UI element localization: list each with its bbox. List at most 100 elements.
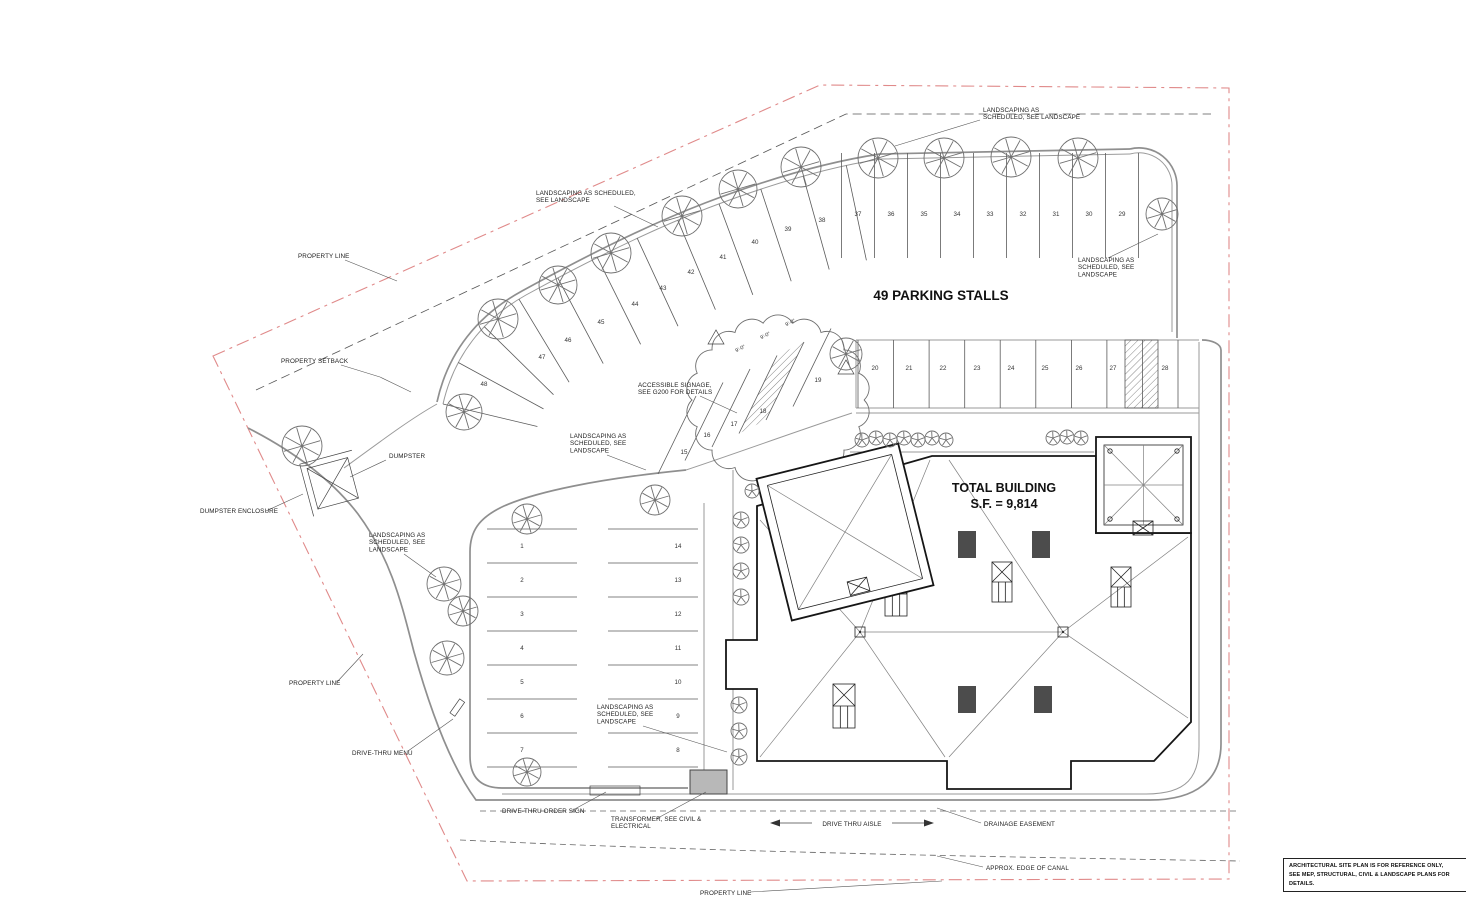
stall-number: 26 (1076, 365, 1083, 372)
stall-number: 32 (1020, 211, 1027, 218)
bush-icon (854, 432, 870, 448)
arrow-left-icon (770, 819, 780, 827)
property-line (212, 84, 1230, 882)
stall-number: 5 (520, 679, 524, 686)
dumpster-callout: DUMPSTER (349, 453, 425, 478)
stall-number: 38 (819, 217, 826, 224)
stall-number: 42 (688, 269, 695, 276)
stall-number: 13 (675, 577, 682, 584)
stall-number: 22 (940, 365, 947, 372)
roof-hatch (1110, 566, 1132, 608)
curb-uturn-outer (1129, 147, 1178, 338)
drive-thru-order-sign (589, 785, 641, 796)
stall-number: 33 (987, 211, 994, 218)
tree-icon (829, 337, 863, 371)
tree-icon (990, 136, 1032, 178)
stall-number: 29 (1119, 211, 1126, 218)
parking-stall-lines (442, 153, 1179, 768)
dimension-label: 9'-0" (785, 318, 797, 328)
tree-icon (445, 393, 483, 431)
reference-note-line1: ARCHITECTURAL SITE PLAN IS FOR REFERENCE… (1289, 863, 1444, 869)
stall-number: 39 (785, 226, 792, 233)
tree-icon (857, 137, 899, 179)
property-line-callout-left: PROPERTY LINE (289, 653, 364, 687)
roof-skylight (958, 686, 976, 713)
building-footprint (725, 436, 1192, 790)
stall-number: 21 (906, 365, 913, 372)
stall-number: 27 (1110, 365, 1117, 372)
roof-skylight (1032, 531, 1050, 558)
dumpster-enclosure-callout-leader (265, 493, 304, 512)
stall-number: 4 (520, 645, 524, 652)
stall-number: 30 (1086, 211, 1093, 218)
landscaping-callout-left-leader (403, 553, 437, 578)
dumpster-enclosure-callout-text: DUMPSTER ENCLOSURE (200, 508, 278, 515)
stall-number: 28 (1162, 365, 1169, 372)
bush-icon (730, 748, 748, 766)
property-line-callout-bottom-leader (749, 880, 943, 893)
transformer-callout-leader (655, 791, 707, 820)
dimension-label: 9'-0" (760, 331, 772, 341)
drainage-easement-callout-leader (936, 807, 982, 824)
curb-row2 (855, 339, 1199, 414)
tower-left (755, 442, 935, 622)
stall-number: 16 (704, 432, 711, 439)
stall-number: 36 (888, 211, 895, 218)
annotation-layer: 49 PARKING STALLS TOTAL BUILDING S.F. = … (200, 107, 1169, 897)
building-title-line2: S.F. = 9,814 (970, 497, 1037, 511)
property-setback-line (255, 113, 1211, 391)
stall-number: 43 (660, 285, 667, 292)
stall-number: 40 (752, 239, 759, 246)
roof-drain (854, 626, 866, 638)
canal-edge-callout-leader (936, 855, 984, 868)
stall-number: 48 (481, 381, 488, 388)
landscaping-callout-upper-left: LANDSCAPING AS SCHEDULED,SEE LANDSCAPE (536, 190, 659, 228)
property-line-callout-bottom-text: PROPERTY LINE (700, 890, 751, 897)
stall-number: 10 (675, 679, 682, 686)
canal-edge-callout: APPROX. EDGE OF CANAL (936, 855, 1069, 872)
stall-number: 9 (676, 713, 680, 720)
reference-note: ARCHITECTURAL SITE PLAN IS FOR REFERENCE… (1283, 858, 1466, 893)
tower-right (1095, 436, 1192, 536)
tree-icon (1145, 197, 1179, 231)
tree-icon (661, 195, 703, 237)
tree-icon (590, 232, 632, 274)
drive-thru-menu-callout: DRIVE-THRU MENU (352, 718, 454, 757)
building-title-line1: TOTAL BUILDING (952, 481, 1056, 495)
property-line-callout-bottom: PROPERTY LINE (700, 880, 943, 897)
landscape-layer (281, 136, 1179, 787)
drive-thru-order-sign-callout-leader (572, 791, 607, 811)
roof-equipment (958, 531, 1052, 713)
bush-icon (732, 536, 750, 554)
curb-uturn-inner (1129, 152, 1173, 332)
accessible-aisle-hatch (739, 342, 804, 434)
bush-icon (1073, 430, 1089, 446)
dumpster (299, 449, 359, 517)
stall-number: 44 (632, 301, 639, 308)
stall-number: 23 (974, 365, 981, 372)
canal-edge-callout-text: APPROX. EDGE OF CANAL (986, 865, 1069, 872)
dimension-label: 9'-0" (735, 344, 747, 354)
property-setback-callout-leader (340, 364, 412, 393)
drive-thru-aisle-label: DRIVE THRU AISLE (822, 821, 881, 828)
stall-number: 7 (520, 747, 524, 754)
drainage-easement-callout: DRAINAGE EASEMENT (936, 807, 1055, 828)
stall-number: 14 (675, 543, 682, 550)
bush-icon (744, 483, 760, 499)
landscaping-callout-right-leader (1107, 233, 1159, 259)
bush-icon (732, 511, 750, 529)
landscaping-callout-mid-leader (606, 454, 647, 471)
tree-icon (512, 757, 542, 787)
setback-and-easement-lines (255, 113, 1241, 862)
accessible-signage-callout-text: ACCESSIBLE SIGNAGE,SEE G200 FOR DETAILS (638, 382, 712, 396)
curb-top-outer (436, 148, 1131, 403)
stall-number: 41 (720, 254, 727, 261)
tree-icon (426, 566, 462, 602)
curb-drive-thru-queue (703, 470, 734, 790)
drive-thru-order-sign-callout-text: DRIVE-THRU ORDER SIGN (502, 808, 585, 815)
roof-drain-dot (1061, 630, 1065, 634)
curb-connector (343, 403, 438, 469)
landscaping-callout-bottom-leader (642, 725, 728, 753)
